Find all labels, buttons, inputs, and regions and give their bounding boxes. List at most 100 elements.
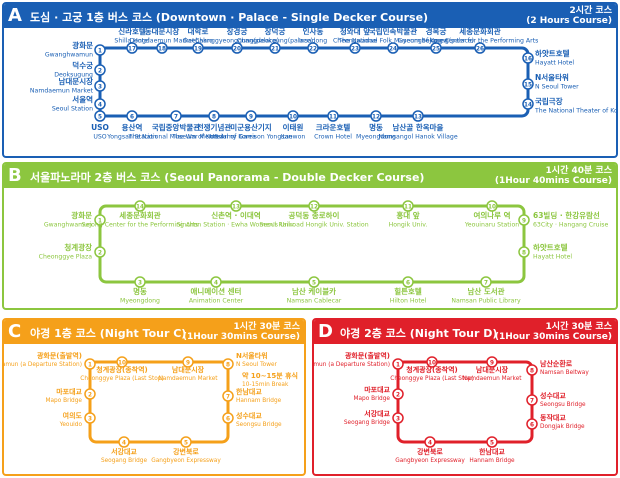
stop-name-en: Seoul Station: [52, 106, 93, 113]
stop-number: 16: [524, 56, 532, 62]
stop-marker: [518, 214, 530, 226]
stop-name-ko: 남대문시장: [59, 76, 94, 86]
stop-marker: [94, 110, 106, 122]
stop-number: 24: [389, 46, 397, 52]
stop-number: 4: [122, 440, 126, 446]
stop-number: 22: [309, 46, 317, 52]
stop-marker: [182, 356, 194, 368]
route-line: [98, 46, 530, 118]
stop-name-ko: 광화문: [71, 210, 92, 220]
stop-number: 10: [428, 360, 436, 366]
stop-number: 9: [522, 218, 526, 224]
stop-marker: [474, 42, 486, 54]
stop-name-ko: 애니메이션 센터: [191, 286, 242, 296]
stop-name-ko: N서울타워: [236, 351, 268, 360]
route-panel-d: D 야경 2층 코스 (Night Tour D) 1시간 30분 코스 (1H…: [312, 318, 618, 476]
stop-marker: [486, 200, 498, 212]
stop-name-ko: 대학로: [188, 26, 209, 36]
stop-name-en: Changgyeonggung(palace): [195, 38, 279, 45]
stop-name-en: Yeouinaru Station: [464, 222, 519, 229]
stop-number: 4: [98, 102, 102, 108]
stop-name-en: Namdaemun Market: [158, 376, 218, 382]
route-duration: 1시간 30분 코스 (1Hour 30mins Course): [183, 322, 300, 342]
stop-marker: [392, 412, 404, 424]
stop-name-ko: 강변북로: [173, 447, 199, 456]
stop-marker: [402, 200, 414, 212]
stop-marker: [94, 246, 106, 258]
stop-marker: [387, 42, 399, 54]
stop-number: 11: [404, 204, 412, 210]
duration-ko: 1시간 40분 코스: [545, 166, 612, 176]
stop-number: 2: [98, 250, 102, 256]
stop-name-en: Crown Hotel: [314, 134, 352, 141]
stop-name-ko: 홍대 앞: [396, 210, 419, 220]
stop-number: 1: [98, 218, 102, 224]
stop-name-en: Seogang Bridge: [344, 420, 391, 426]
stop-marker: [522, 52, 534, 64]
stop-name-en: Hannam Bridge: [236, 398, 282, 404]
stop-number: 13: [414, 114, 422, 120]
stop-marker: [134, 200, 146, 212]
stop-name-ko: 한남대교: [236, 387, 262, 396]
route-letter: D: [318, 321, 333, 342]
stop-name-ko: 남대문시장: [172, 365, 205, 374]
stop-name-en: Deoksugung: [54, 72, 93, 79]
stop-marker: [222, 358, 234, 370]
stop-marker: [94, 98, 106, 110]
stop-number: 10: [118, 360, 126, 366]
stop-name-en: Hongik Univ.: [389, 222, 428, 229]
stop-name-ko: 이태원: [283, 122, 304, 132]
route-letter: B: [8, 165, 22, 186]
stop-number: 7: [530, 398, 534, 404]
stop-name-en: Seogang Bridge: [101, 458, 148, 464]
stop-name-ko: 광화문(출발역): [345, 351, 390, 360]
stop-marker: [245, 110, 257, 122]
stop-marker: [84, 412, 96, 424]
stop-name-ko: 서강대교: [111, 447, 137, 456]
stop-marker: [180, 436, 192, 448]
stop-name-ko: 신라호텔: [118, 26, 146, 36]
stop-number: 8: [212, 114, 216, 120]
stop-name-en: Sinchon Station · Ewha Women's Univ.: [177, 222, 296, 229]
stop-marker: [522, 78, 534, 90]
stop-name-ko: 창경궁: [227, 26, 248, 36]
stop-number: 6: [130, 114, 134, 120]
stop-marker: [370, 110, 382, 122]
stop-name-en: Itaewon: [281, 134, 306, 141]
stop-marker: [126, 110, 138, 122]
stop-marker: [480, 276, 492, 288]
route-header-d: D 야경 2층 코스 (Night Tour D) 1시간 30분 코스 (1H…: [314, 320, 616, 344]
route-map-a: 1광화문Gwanghwamun2덕수궁Deoksugung3남대문시장Namda…: [30, 26, 616, 141]
stop-name-en: Namdaemun Market: [30, 88, 94, 95]
stop-number: 3: [138, 280, 142, 286]
stop-name-en: Namsangol Hanok Village: [378, 134, 457, 141]
stop-number: 25: [432, 46, 440, 52]
duration-ko: 1시간 30분 코스: [233, 322, 300, 332]
stop-name-en: Mapo Bridge: [353, 396, 390, 402]
stop-name-ko: USO: [91, 123, 109, 132]
stop-name-ko: 청계광장(종착역): [406, 365, 457, 374]
stop-marker: [349, 42, 361, 54]
stop-name-en: The National Museum of Korea: [128, 134, 224, 141]
stop-marker: [522, 98, 534, 110]
stop-marker: [486, 356, 498, 368]
duration-en: (1Hour 40mins Course): [494, 176, 612, 186]
stop-number: 1: [98, 48, 102, 54]
stop-name-en: Animation Center: [189, 298, 244, 305]
duration-ko: 2시간 코스: [569, 6, 612, 16]
route-panel-c: C 야경 1층 코스 (Night Tour C) 1시간 30분 코스 (1H…: [2, 318, 306, 476]
stop-name-en: Daehakro: [183, 38, 213, 45]
stop-marker: [392, 388, 404, 400]
stop-name-ko: 광화문: [72, 40, 93, 50]
stop-marker: [412, 110, 424, 122]
stop-name-en: Cheongwadae: [333, 38, 377, 45]
stop-number: 7: [484, 280, 488, 286]
duration-ko: 1시간 30분 코스: [545, 322, 612, 332]
stop-marker: [118, 436, 130, 448]
stop-marker: [116, 356, 128, 368]
stop-name-en: Sejong Center for the Performing Arts: [82, 222, 199, 229]
stop-number: 26: [476, 46, 484, 52]
stop-marker: [84, 358, 96, 370]
stop-name-en: US Army Garrison Yongsan: [210, 134, 293, 141]
stop-number: 3: [98, 84, 102, 90]
